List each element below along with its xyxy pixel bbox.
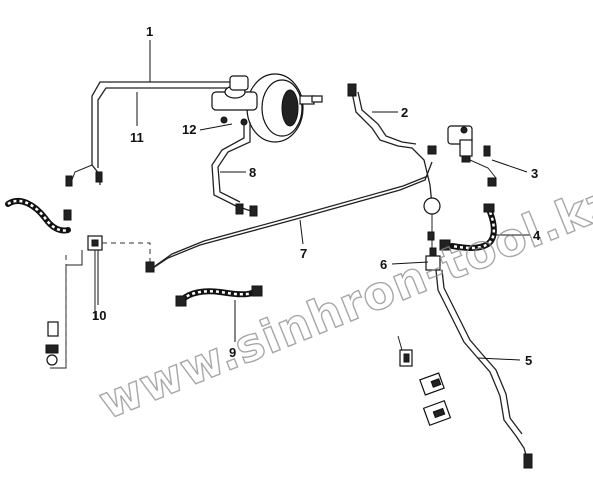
label-2: 2: [401, 105, 408, 120]
label-4: 4: [533, 228, 541, 243]
master-cylinder: [211, 75, 258, 126]
watermark-text: www.sinhron-tool.kz: [91, 173, 593, 430]
pipe-fitting: [235, 203, 244, 215]
brake-hose-left: [5, 197, 72, 234]
pipe-fitting: [65, 175, 73, 187]
label-6: 6: [380, 257, 387, 272]
pipe-fitting: [523, 453, 533, 469]
brake-hose-4: [439, 203, 497, 251]
three-way-union: [87, 235, 103, 251]
label-11: 11: [130, 130, 144, 145]
brake-booster: [246, 73, 323, 143]
pipe-fitting: [427, 145, 437, 155]
brake-pipe-5: [435, 269, 529, 463]
brake-hose-9: [175, 285, 263, 307]
brake-pipe-7: [149, 161, 433, 271]
brake-pipe-11: [97, 87, 228, 168]
bracket-6: [425, 214, 441, 271]
proportioning-valve: [447, 125, 497, 187]
label-5: 5: [525, 353, 532, 368]
label-9: 9: [229, 345, 236, 360]
pipe-fitting: [95, 171, 103, 183]
brake-pipe-1: [91, 81, 230, 185]
pipe-junction: [423, 197, 441, 215]
brake-pipe-2: [351, 91, 433, 206]
label-12: 12: [182, 122, 196, 137]
label-8: 8: [249, 165, 256, 180]
pipe-fitting: [145, 261, 155, 273]
label-10: 10: [92, 308, 106, 323]
rear-clip-parts: [397, 335, 452, 426]
label-1: 1: [146, 24, 153, 39]
label-3: 3: [531, 166, 538, 181]
pipe-fitting: [249, 205, 258, 217]
pipe-fitting: [347, 83, 357, 97]
label-7: 7: [300, 246, 307, 261]
rear-fittings: [45, 321, 59, 366]
